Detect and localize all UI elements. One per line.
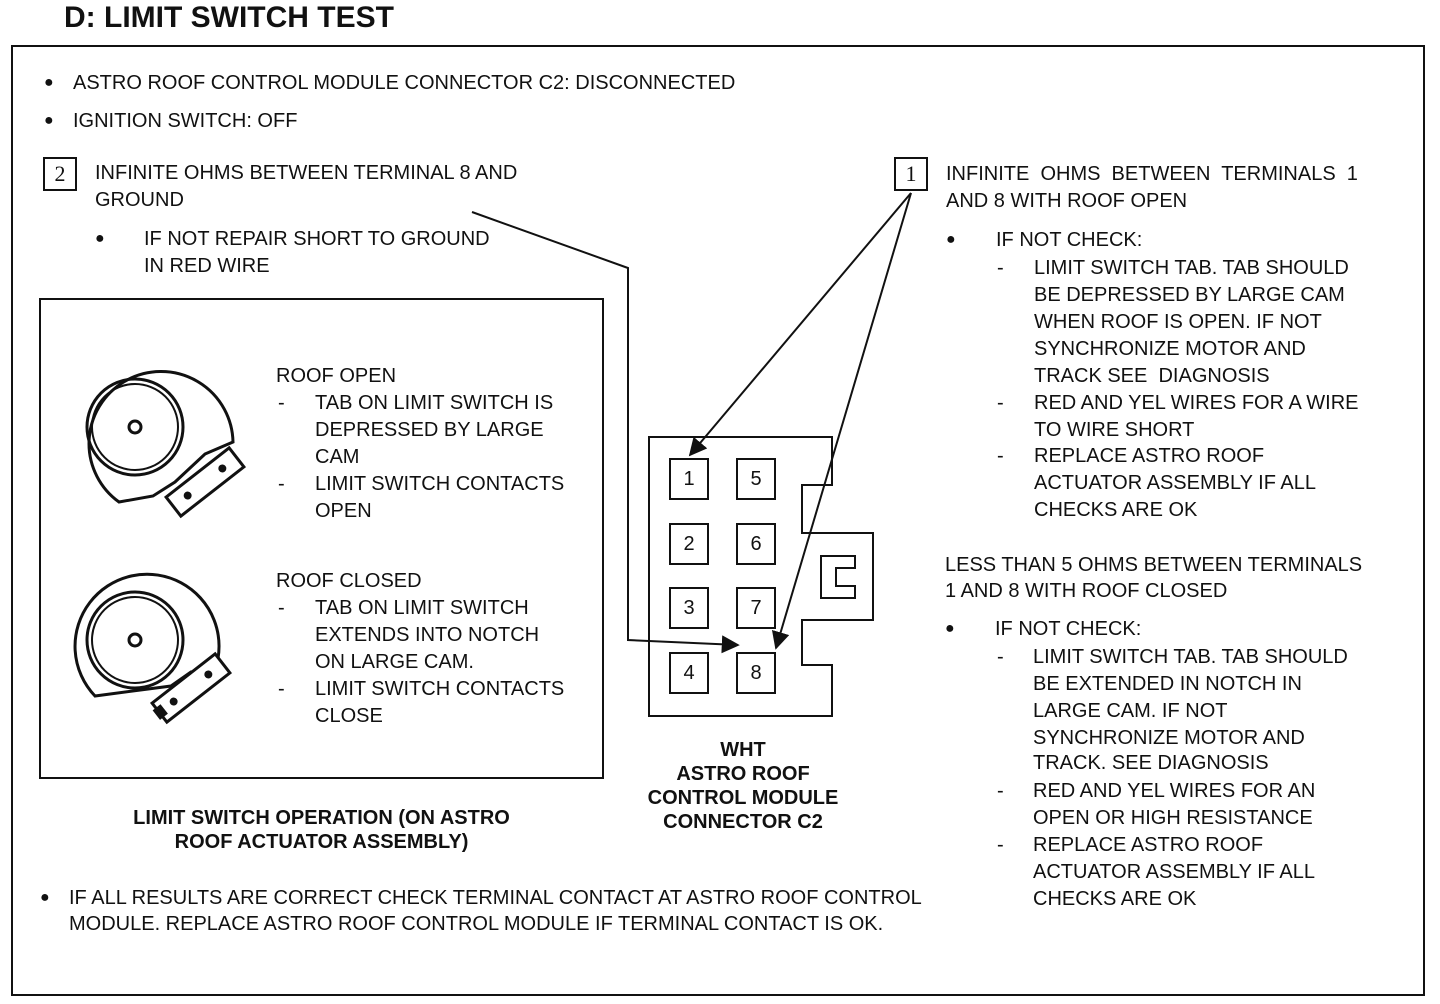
step-2-sub-line-1: IF NOT REPAIR SHORT TO GROUND [144, 228, 490, 250]
condition-connector: ASTRO ROOF CONTROL MODULE CONNECTOR C2: … [73, 72, 736, 94]
step-1b-text-line-1: LESS THAN 5 OHMS BETWEEN TERMINALS [945, 554, 1363, 576]
roof-open-heading: ROOF OPEN [276, 365, 397, 387]
step-1b-check-2-line-2: OPEN OR HIGH RESISTANCE [1033, 807, 1313, 829]
step-1-check-3-line-3: CHECKS ARE OK [1034, 499, 1198, 521]
roof-closed-item-1-line-3: ON LARGE CAM. [315, 651, 474, 673]
roof-open-item-1-line-2: DEPRESSED BY LARGE [315, 419, 544, 441]
step-1-text-line-2: AND 8 WITH ROOF OPEN [946, 190, 1188, 212]
step-1b-check-3-line-1: REPLACE ASTRO ROOF [1033, 834, 1264, 856]
step-1b-check-1-line-5: TRACK. SEE DIAGNOSIS [1033, 752, 1269, 774]
terminal-3: 3 [669, 587, 709, 629]
dash: - [997, 392, 1004, 414]
step-2-text-line-2: GROUND [95, 189, 184, 211]
step-1b-check-1-line-3: LARGE CAM. IF NOT [1033, 700, 1228, 722]
step-1-check-3-line-2: ACTUATOR ASSEMBLY IF ALL [1034, 472, 1316, 494]
connector-caption-line-4: CONNECTOR C2 [663, 811, 823, 833]
dash: - [278, 392, 285, 414]
cam-roof-closed-drawing [73, 572, 233, 725]
dash: - [278, 473, 285, 495]
step-1b-check-3-line-3: CHECKS ARE OK [1033, 888, 1197, 910]
step-1-check-1-line-5: TRACK SEE DIAGNOSIS [1034, 365, 1270, 387]
roof-closed-item-2-line-1: LIMIT SWITCH CONTACTS [315, 678, 565, 700]
step-1-text-line-1: INFINITE OHMS BETWEEN TERMINALS 1 [946, 163, 1358, 185]
roof-closed-heading: ROOF CLOSED [276, 570, 422, 592]
step-1b-check-1-line-4: SYNCHRONIZE MOTOR AND [1033, 727, 1305, 749]
condition-ignition: IGNITION SWITCH: OFF [73, 110, 298, 132]
terminal-2: 2 [669, 523, 709, 565]
terminal-7: 7 [736, 587, 776, 629]
connector-caption-line-3: CONTROL MODULE [647, 787, 839, 809]
bullet: ● [44, 74, 54, 91]
dash: - [278, 678, 285, 700]
roof-closed-item-1-line-1: TAB ON LIMIT SWITCH [315, 597, 529, 619]
dash: - [997, 834, 1004, 856]
roof-closed-item-2-line-2: CLOSE [315, 705, 383, 727]
step-1-box: 1 [894, 157, 928, 191]
connector-caption-line-2: ASTRO ROOF [676, 763, 810, 785]
step-1-check-1-line-4: SYNCHRONIZE MOTOR AND [1034, 338, 1306, 360]
roof-open-item-2-line-2: OPEN [315, 500, 372, 522]
roof-closed-item-1-line-2: EXTENDS INTO NOTCH [315, 624, 540, 646]
dash: - [997, 646, 1004, 668]
operation-caption-line-1: LIMIT SWITCH OPERATION (ON ASTRO [133, 807, 510, 829]
terminal-4: 4 [669, 652, 709, 694]
step-1-check-1-line-1: LIMIT SWITCH TAB. TAB SHOULD [1034, 257, 1349, 279]
diagram-frame [11, 45, 1425, 996]
step-1-check-2-line-1: RED AND YEL WIRES FOR A WIRE [1034, 392, 1359, 414]
bullet: ● [44, 112, 54, 129]
cam-roof-open-drawing [85, 370, 247, 519]
step-2-sub-line-2: IN RED WIRE [144, 255, 270, 277]
terminal-6: 6 [736, 523, 776, 565]
bullet: ● [40, 889, 50, 906]
page-title: D: LIMIT SWITCH TEST [64, 1, 394, 34]
terminal-8: 8 [736, 652, 776, 694]
roof-open-item-2-line-1: LIMIT SWITCH CONTACTS [315, 473, 565, 495]
step-1-if-not: IF NOT CHECK: [996, 229, 1143, 251]
dash: - [997, 445, 1004, 467]
step-1b-if-not: IF NOT CHECK: [995, 618, 1142, 640]
step-1-check-1-line-2: BE DEPRESSED BY LARGE CAM [1034, 284, 1345, 306]
step-1-check-2-line-2: TO WIRE SHORT [1034, 419, 1195, 441]
footer-line-2: MODULE. REPLACE ASTRO ROOF CONTROL MODUL… [69, 913, 884, 935]
roof-open-item-1-line-3: CAM [315, 446, 360, 468]
bullet: ● [946, 231, 956, 248]
footer-line-1: IF ALL RESULTS ARE CORRECT CHECK TERMINA… [69, 887, 922, 909]
bullet: ● [95, 230, 105, 247]
terminal-5: 5 [736, 458, 776, 500]
step-1b-check-1-line-1: LIMIT SWITCH TAB. TAB SHOULD [1033, 646, 1348, 668]
dash: - [278, 597, 285, 619]
step-1-check-3-line-1: REPLACE ASTRO ROOF [1034, 445, 1265, 467]
step-1b-check-2-line-1: RED AND YEL WIRES FOR AN [1033, 780, 1316, 802]
operation-caption-line-2: ROOF ACTUATOR ASSEMBLY) [174, 831, 469, 853]
bullet: ● [945, 620, 955, 637]
terminal-1: 1 [669, 458, 709, 500]
connector-caption-line-1: WHT [720, 739, 766, 761]
dash: - [997, 257, 1004, 279]
step-2-text-line-1: INFINITE OHMS BETWEEN TERMINAL 8 AND [95, 162, 518, 184]
dash: - [997, 780, 1004, 802]
step-1b-text-line-2: 1 AND 8 WITH ROOF CLOSED [945, 580, 1228, 602]
roof-open-item-1-line-1: TAB ON LIMIT SWITCH IS [315, 392, 554, 414]
step-1-check-1-line-3: WHEN ROOF IS OPEN. IF NOT [1034, 311, 1322, 333]
step-1b-check-1-line-2: BE EXTENDED IN NOTCH IN [1033, 673, 1302, 695]
step-2-box: 2 [43, 157, 77, 191]
step-1b-check-3-line-2: ACTUATOR ASSEMBLY IF ALL [1033, 861, 1315, 883]
